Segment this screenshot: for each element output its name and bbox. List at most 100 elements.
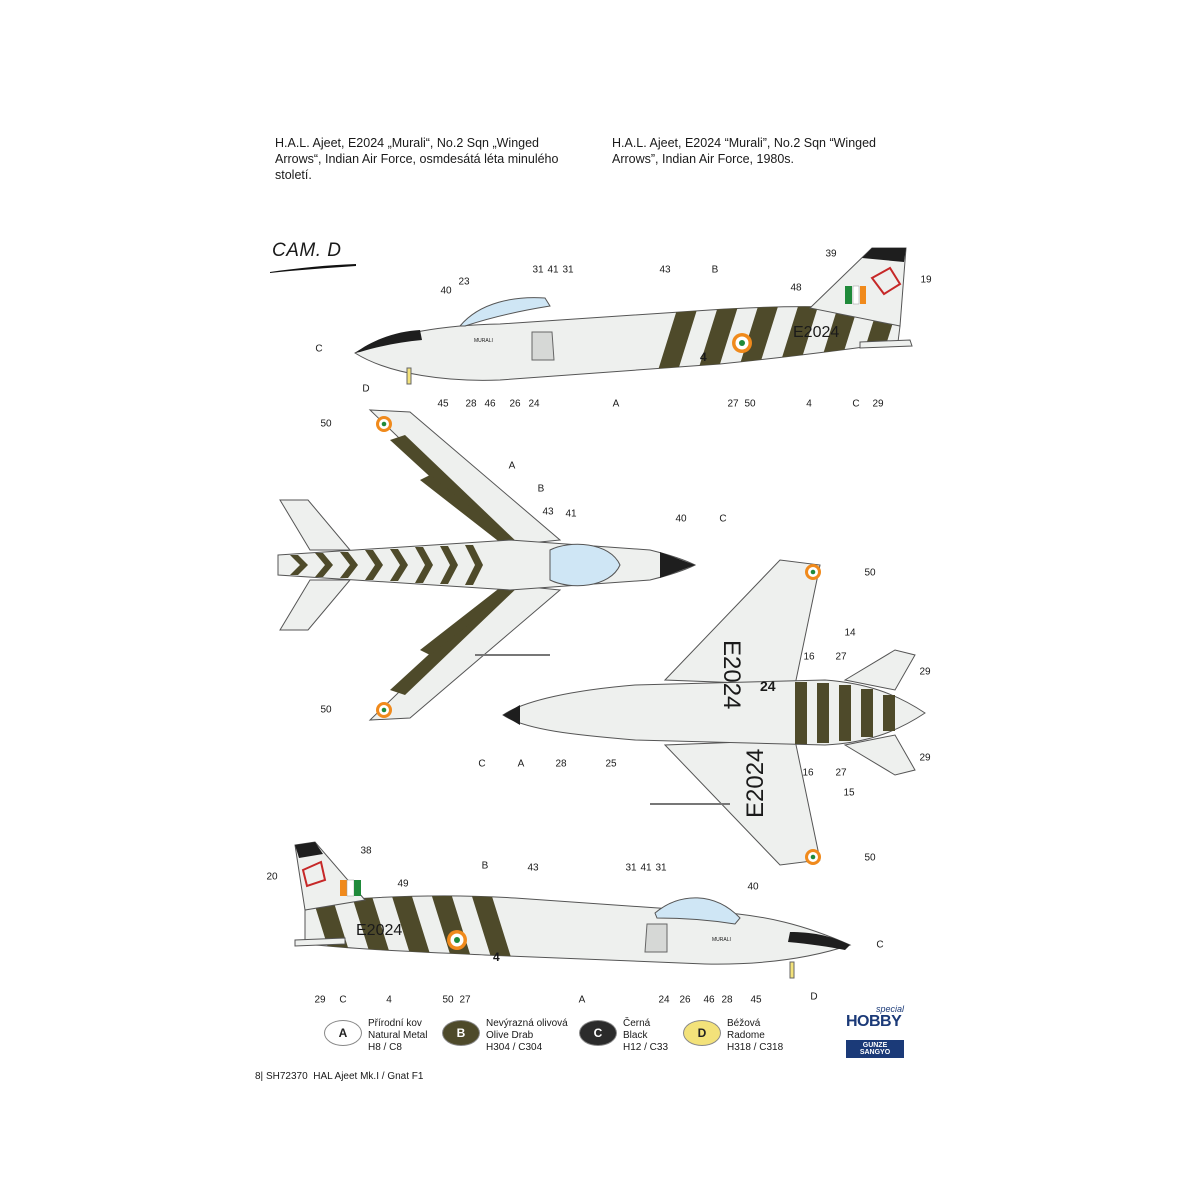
plan-view-top xyxy=(277,409,697,721)
side-top-nose-name: MURALI xyxy=(474,338,493,344)
callout-side-bottom-20: 45 xyxy=(750,994,762,1006)
legend-a-en: Natural Metal xyxy=(368,1030,428,1041)
callout-side-bottom-12: 4 xyxy=(386,994,392,1006)
callout-side-top-22: 29 xyxy=(872,398,884,410)
gunze-sangyo-logo: GUNZE SANGYO xyxy=(846,1040,904,1058)
callout-side-top-11: D xyxy=(362,383,370,395)
callout-side-top-7: 39 xyxy=(825,248,837,260)
callout-side-bottom-0: 38 xyxy=(360,845,372,857)
callout-side-top-19: 50 xyxy=(744,398,756,410)
legend-swatch-d: D xyxy=(683,1020,721,1046)
callout-side-bottom-7: 31 xyxy=(655,862,667,874)
legend-b-ref: H304 / C304 xyxy=(486,1042,543,1053)
camo-title: CAM. D xyxy=(272,240,342,261)
callout-side-bottom-13: 50 xyxy=(442,994,454,1006)
callout-plan-bottom-9: 50 xyxy=(864,852,876,864)
callout-plan-bottom-4: 29 xyxy=(919,666,931,678)
callout-side-bottom-9: C xyxy=(876,939,884,951)
callout-side-bottom-3: B xyxy=(481,860,489,872)
callout-side-bottom-1: 20 xyxy=(266,871,278,883)
caption-english: H.A.L. Ajeet, E2024 “Murali”, No.2 Sqn “… xyxy=(612,136,877,166)
callout-plan-top-4: 41 xyxy=(565,508,577,520)
callout-side-top-18: 27 xyxy=(727,398,739,410)
callout-plan-bottom-6: 16 xyxy=(802,767,814,779)
legend-b-en: Olive Drab xyxy=(486,1030,534,1041)
callout-side-bottom-4: 43 xyxy=(527,862,539,874)
callout-side-bottom-14: 27 xyxy=(459,994,471,1006)
caption-czech: H.A.L. Ajeet, E2024 „Murali“, No.2 Sqn „… xyxy=(275,136,559,182)
callout-side-top-3: 41 xyxy=(547,264,559,276)
callout-side-top-8: 48 xyxy=(790,282,802,294)
underside-serial-top: E2024 xyxy=(718,640,745,710)
callout-plan-top-6: C xyxy=(719,513,727,525)
callout-side-top-10: C xyxy=(315,343,323,355)
callout-plan-top-2: B xyxy=(537,483,545,495)
callout-side-bottom-2: 49 xyxy=(397,878,409,890)
side-top-serial: E2024 xyxy=(793,324,840,341)
footer-title: HAL Ajeet Mk.I / Gnat F1 xyxy=(313,1071,424,1082)
footer-kit: SH72370 xyxy=(265,1071,308,1082)
callout-side-bottom-6: 41 xyxy=(640,862,652,874)
callout-plan-top-0: 50 xyxy=(320,418,332,430)
callout-side-top-1: 23 xyxy=(458,276,470,288)
legend-c-en: Black xyxy=(623,1030,648,1041)
callout-side-top-6: B xyxy=(711,264,719,276)
callout-side-top-21: C xyxy=(852,398,860,410)
callout-plan-bottom-2: 16 xyxy=(803,651,815,663)
callout-side-top-0: 40 xyxy=(440,285,452,297)
underside-serial-bottom: E2024 xyxy=(742,748,769,818)
callout-plan-bottom-5: 29 xyxy=(919,752,931,764)
side-bottom-number: 4 xyxy=(493,950,500,964)
callout-plan-bottom-1: 14 xyxy=(844,627,856,639)
legend-c-ref: H12 / C33 xyxy=(623,1042,669,1053)
callout-side-bottom-17: 26 xyxy=(679,994,691,1006)
callout-plan-bottom-13: 25 xyxy=(605,758,617,770)
legend-d-en: Radome xyxy=(727,1030,765,1041)
legend-b-cz: Nevýrazná olivová xyxy=(486,1018,568,1029)
side-view-right xyxy=(294,841,852,979)
callout-plan-top-7: 50 xyxy=(320,704,332,716)
callout-plan-bottom-12: 28 xyxy=(555,758,567,770)
underside-number: 24 xyxy=(760,678,776,694)
legend-a-cz: Přírodní kov xyxy=(368,1018,422,1029)
legend-c-cz: Černá xyxy=(623,1018,651,1029)
callout-side-top-17: A xyxy=(612,398,620,410)
callout-plan-bottom-8: 15 xyxy=(843,787,855,799)
callout-side-top-4: 31 xyxy=(562,264,574,276)
callout-plan-top-1: A xyxy=(508,460,516,472)
callout-side-bottom-10: 29 xyxy=(314,994,326,1006)
callout-side-top-16: 24 xyxy=(528,398,540,410)
legend-d-ref: H318 / C318 xyxy=(727,1042,784,1053)
callout-side-bottom-18: 46 xyxy=(703,994,715,1006)
legend-swatch-b: B xyxy=(442,1020,480,1046)
callout-side-top-14: 46 xyxy=(484,398,496,410)
callout-side-top-2: 31 xyxy=(532,264,544,276)
side-view-left xyxy=(354,247,913,385)
legend-swatch-a: A xyxy=(324,1020,362,1046)
footer-page: 8| xyxy=(255,1071,264,1082)
footer: 8| SH72370 HAL Ajeet Mk.I / Gnat F1 xyxy=(255,1071,423,1082)
special-hobby-logo: special HOBBY GUNZE SANGYO xyxy=(846,1004,904,1058)
callout-side-top-15: 26 xyxy=(509,398,521,410)
callout-plan-top-3: 43 xyxy=(542,506,554,518)
callout-side-bottom-15: A xyxy=(578,994,586,1006)
callout-plan-bottom-7: 27 xyxy=(835,767,847,779)
callout-side-bottom-16: 24 xyxy=(658,994,670,1006)
callout-plan-bottom-11: A xyxy=(517,758,525,770)
side-bottom-serial: E2024 xyxy=(356,922,403,939)
logo-special-text: special xyxy=(875,1004,904,1014)
callout-side-bottom-8: 40 xyxy=(747,881,759,893)
side-bottom-nose-name: MURALI xyxy=(712,937,731,943)
callout-side-bottom-21: D xyxy=(810,991,818,1003)
side-top-number: 4 xyxy=(700,350,707,364)
legend-swatch-c: C xyxy=(579,1020,617,1046)
callout-side-top-20: 4 xyxy=(806,398,812,410)
callout-plan-bottom-10: C xyxy=(478,758,486,770)
camo-title-swoosh xyxy=(270,264,356,273)
callout-side-top-9: 19 xyxy=(920,274,932,286)
callout-side-top-13: 28 xyxy=(465,398,477,410)
callout-plan-bottom-0: 50 xyxy=(864,567,876,579)
callout-side-bottom-19: 28 xyxy=(721,994,733,1006)
callout-side-top-12: 45 xyxy=(437,398,449,410)
callout-plan-top-5: 40 xyxy=(675,513,687,525)
